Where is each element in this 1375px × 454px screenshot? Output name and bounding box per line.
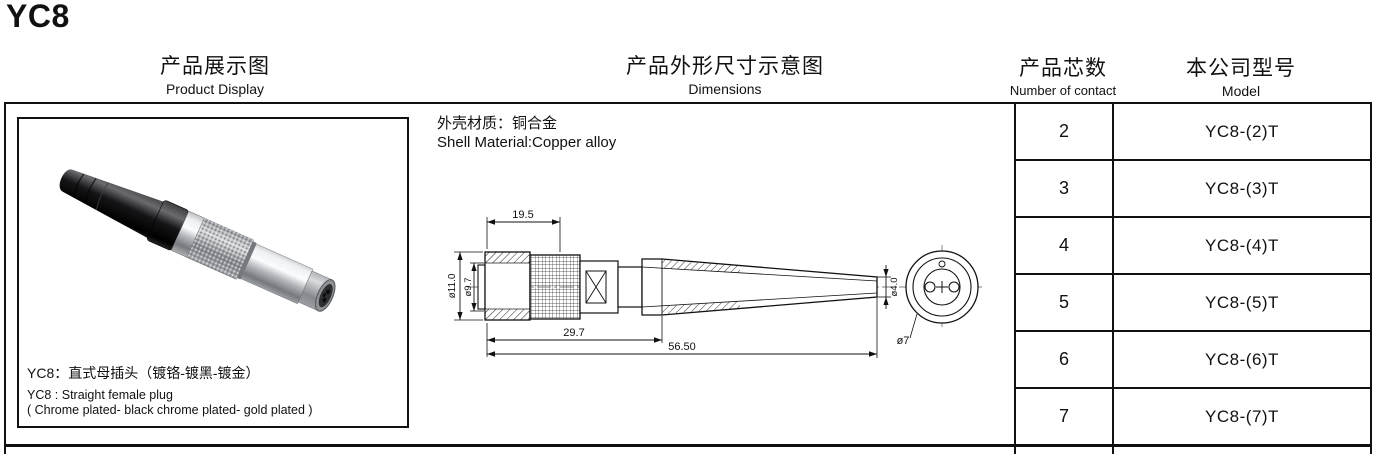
product-caption: YC8：直式母插头（镀铬-镀黑-镀金） YC8 : Straight femal… [27,363,313,418]
model-cell: YC8-(6)T [1205,350,1279,369]
table-divider-contacts [1014,102,1016,454]
contact-count-cell: 2 [1058,121,1069,141]
model-cell: YC8-(2)T [1205,122,1279,141]
model-cell: YC8-(4)T [1205,236,1279,255]
header-product-display-en: Product Display [165,81,265,97]
table-row-line [1014,387,1372,389]
material-note-en: Shell Material:Copper alloy [437,134,617,151]
dim-dia-face-label: ø7 [897,335,910,347]
dim-dia-inner-label: ø9.7 [463,277,474,296]
model-cell: YC8-(7)T [1205,407,1279,426]
material-note-zh: 外壳材质：铜合金 [437,115,558,132]
outer-box-left-border [4,102,6,454]
column-header-dimensions: 产品外形尺寸示意图 Dimensions [626,50,824,97]
table-divider-model [1112,102,1114,454]
model-cell: YC8-(3)T [1205,179,1279,198]
column-header-contacts: 产品芯数 Number of contact [1010,52,1116,98]
header-product-display-zh: 产品展示图 [160,55,270,78]
page-title: YC8 [6,0,70,34]
header-dimensions-en: Dimensions [688,81,762,97]
table-row-line [1014,159,1372,161]
dimension-drawing: 19.5 ø11.0 ø9.7 29.7 56.50 ø4. [447,209,984,358]
table-row-line [1014,216,1372,218]
header-dimensions-zh: 产品外形尺寸示意图 [626,55,824,78]
dim-dia-outer-label: ø11.0 [447,273,458,298]
product-photo-frame: YC8：直式母插头（镀铬-镀黑-镀金） YC8 : Straight femal… [17,117,409,428]
column-header-product-display: 产品展示图 Product Display [160,50,270,97]
header-model-en: Model [1221,83,1261,99]
dim-body-length-label: 29.7 [563,327,584,339]
material-note: 外壳材质：铜合金 Shell Material:Copper alloy [437,114,616,152]
header-contacts-en: Number of contact [1009,83,1117,98]
column-header-model: 本公司型号 Model [1186,52,1296,99]
header-model-zh: 本公司型号 [1186,57,1296,80]
contact-count-cell: 6 [1058,349,1069,369]
contact-count-cell: 4 [1058,235,1069,255]
outer-box-right-border [1370,102,1372,454]
header-contacts-zh: 产品芯数 [1019,57,1107,80]
model-cell: YC8-(5)T [1205,293,1279,312]
table-row-line [1014,330,1372,332]
caption-zh: YC8：直式母插头（镀铬-镀黑-镀金） [27,365,260,381]
caption-en-2: ( Chrome plated- black chrome plated- go… [27,403,313,417]
dim-front-length-label: 19.5 [512,209,533,221]
caption-en-1: YC8 : Straight female plug [27,388,173,402]
dim-total-length-label: 56.50 [668,341,696,353]
contact-count-cell: 7 [1058,406,1069,426]
contact-count-cell: 5 [1058,292,1069,312]
product-photo [59,169,336,312]
contact-count-cell: 3 [1058,178,1069,198]
dim-dia-cable-label: ø4.0 [889,277,900,296]
outer-box-top-border [4,102,1372,104]
outer-box-bottom-border [4,444,1372,447]
table-row-line [1014,273,1372,275]
